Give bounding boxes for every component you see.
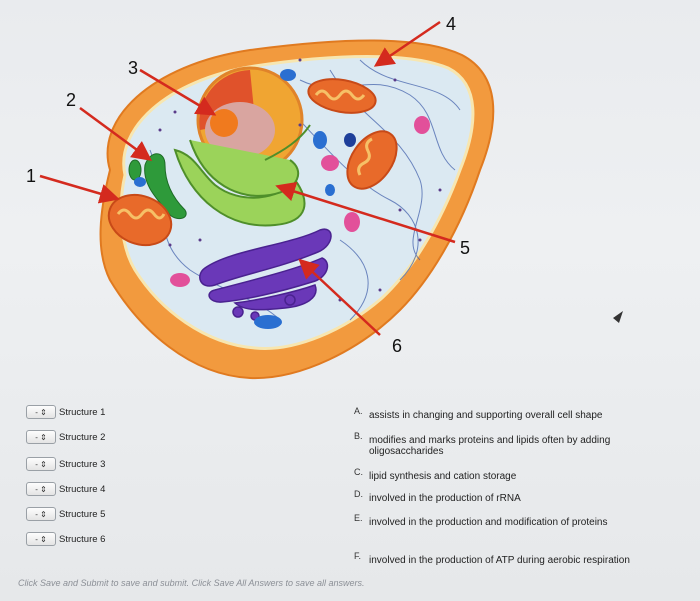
structure-6-select[interactable]: - ⇕ — [26, 532, 56, 546]
answer-a-letter: A. — [354, 406, 363, 416]
select-arrows-icon: ⇕ — [40, 432, 47, 442]
answer-f: F. involved in the production of ATP dur… — [354, 551, 684, 566]
arrow-2 — [79, 106, 153, 161]
answer-c: C. lipid synthesis and cation storage — [354, 467, 684, 482]
answer-c-letter: C. — [354, 467, 363, 477]
structure-row-4: - ⇕ Structure 4 — [26, 481, 105, 497]
structure-1-select[interactable]: - ⇕ — [26, 405, 56, 419]
callout-6: 6 — [392, 336, 402, 356]
structure-row-5: - ⇕ Structure 5 — [26, 506, 105, 522]
cell-diagram: 1 2 3 4 5 6 — [26, 14, 623, 380]
golgi-apparatus — [199, 228, 332, 321]
structure-6-label: Structure 6 — [59, 533, 106, 545]
structure-row-2: - ⇕ Structure 2 — [26, 429, 105, 445]
answer-b-letter: B. — [354, 431, 363, 441]
answer-e-letter: E. — [354, 513, 363, 523]
structure-2-select[interactable]: - ⇕ — [26, 430, 56, 444]
structure-2-label: Structure 2 — [59, 431, 106, 443]
answer-d-letter: D. — [354, 489, 363, 499]
callout-3: 3 — [128, 58, 138, 78]
structure-5-select[interactable]: - ⇕ — [26, 507, 56, 521]
nucleus — [196, 66, 304, 174]
select-arrows-icon: ⇕ — [40, 407, 47, 417]
answer-f-text: involved in the production of ATP during… — [369, 555, 630, 566]
smooth-er — [128, 153, 187, 220]
mitochondrion-1 — [107, 193, 173, 247]
answer-b-text: modifies and marks proteins and lipids o… — [369, 435, 611, 457]
mouse-cursor — [613, 311, 623, 323]
structure-row-6: - ⇕ Structure 6 — [26, 531, 105, 547]
structure-3-select[interactable]: - ⇕ — [26, 457, 56, 471]
callout-5: 5 — [460, 238, 470, 258]
arrow-5 — [275, 181, 456, 244]
vesicles — [134, 69, 430, 329]
structure-1-label: Structure 1 — [59, 406, 106, 418]
structure-row-3: - ⇕ Structure 3 — [26, 456, 105, 472]
answer-e: E. involved in the production and modifi… — [354, 513, 684, 528]
answer-d-text: involved in the production of rRNA — [369, 493, 521, 504]
answer-e-text: involved in the production and modificat… — [369, 517, 608, 528]
arrow-4 — [373, 20, 441, 67]
footer-instruction: Click Save and Submit to save and submit… — [18, 578, 365, 588]
arrow-3 — [139, 68, 217, 116]
arrow-6 — [298, 258, 381, 336]
select-arrows-icon: ⇕ — [40, 484, 47, 494]
structure-3-label: Structure 3 — [59, 458, 106, 470]
rough-er — [173, 124, 311, 227]
callout-1: 1 — [26, 166, 36, 186]
structure-row-1: - ⇕ Structure 1 — [26, 404, 105, 420]
select-arrows-icon: ⇕ — [40, 509, 47, 519]
answer-a-text: assists in changing and supporting overa… — [369, 410, 603, 421]
select-arrows-icon: ⇕ — [40, 534, 47, 544]
callout-4: 4 — [446, 14, 456, 34]
ribosomes — [158, 58, 442, 302]
mitochondrion-3 — [346, 130, 398, 190]
answer-c-text: lipid synthesis and cation storage — [369, 471, 517, 482]
select-arrows-icon: ⇕ — [40, 459, 47, 469]
structure-4-select[interactable]: - ⇕ — [26, 482, 56, 496]
answer-f-letter: F. — [354, 551, 362, 561]
answer-a: A. assists in changing and supporting ov… — [354, 406, 684, 421]
structure-4-label: Structure 4 — [59, 483, 106, 495]
mitochondrion-2 — [307, 78, 377, 114]
arrow-1 — [39, 174, 120, 204]
answer-d: D. involved in the production of rRNA — [354, 489, 684, 504]
answer-b: B. modifies and marks proteins and lipid… — [354, 431, 684, 457]
callout-2: 2 — [66, 90, 76, 110]
structure-5-label: Structure 5 — [59, 508, 106, 520]
